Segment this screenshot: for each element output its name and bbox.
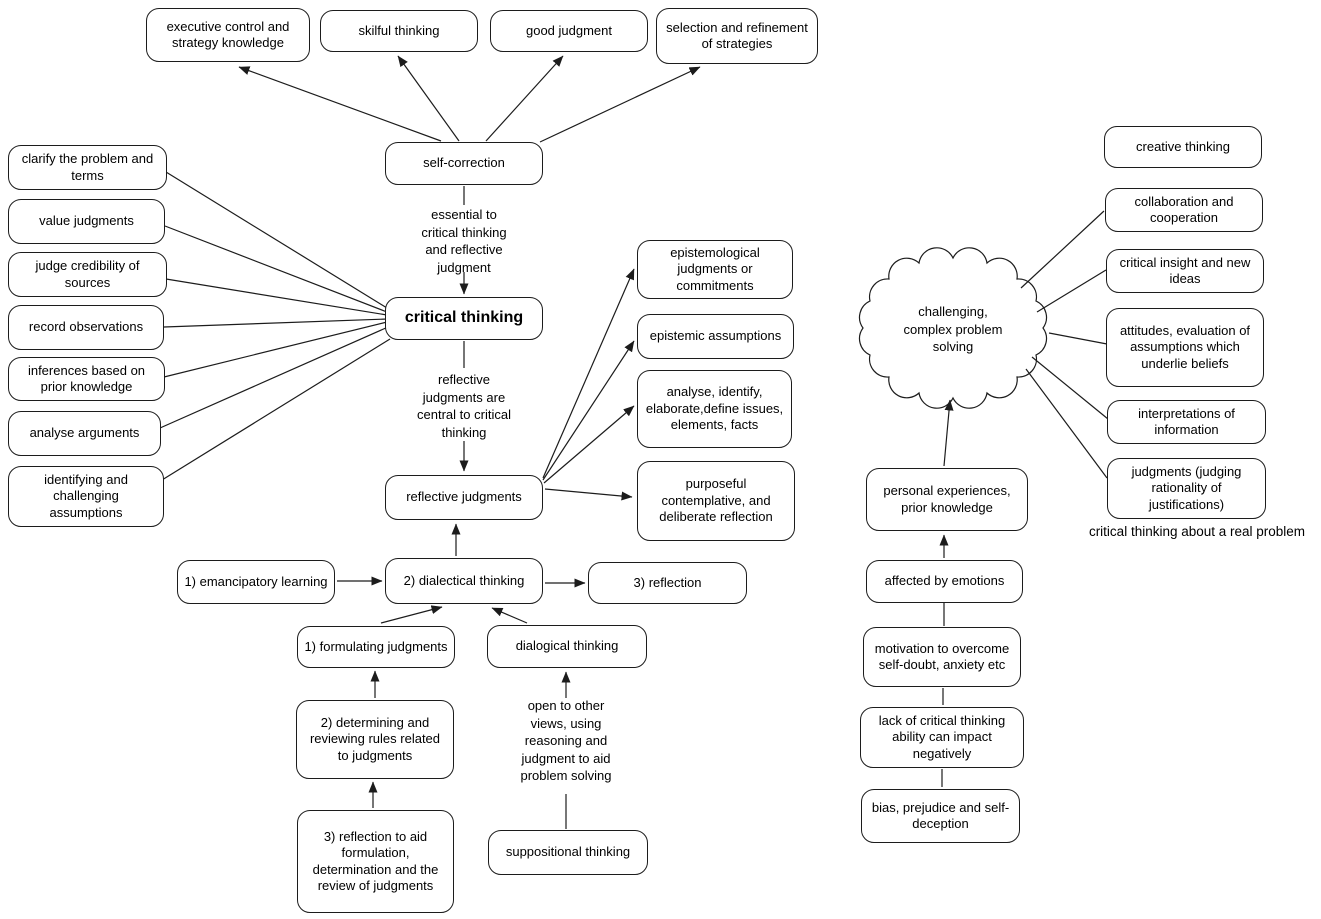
node-record-observations: record observations	[8, 305, 164, 350]
edge-reflective-epistemological	[542, 268, 635, 479]
node-attitudes-evaluation: attitudes, evaluation of assumptions whi…	[1106, 308, 1264, 387]
edge-reflective-purposeful	[544, 488, 633, 501]
edge-cloud-collaboration	[1020, 210, 1105, 289]
edge-value-critical	[164, 225, 388, 313]
node-collaboration-cooperation: collaboration and cooperation	[1105, 188, 1263, 232]
node-selection-refinement: selection and refinement of strategies	[656, 8, 818, 64]
edge-reflective-epistemic	[542, 340, 635, 481]
edge-credibility-critical	[165, 278, 388, 316]
node-creative-thinking: creative thinking	[1104, 126, 1262, 168]
edge-dialogical-dialectical	[491, 607, 528, 624]
node-identifying-assumptions: identifying and challenging assumptions	[8, 466, 164, 527]
node-motivation-overcome: motivation to overcome self-doubt, anxie…	[863, 627, 1021, 687]
edge-cloud-judgments	[1025, 368, 1108, 479]
node-bias-prejudice: bias, prejudice and self-deception	[861, 789, 1020, 843]
node-inferences-prior: inferences based on prior knowledge	[8, 357, 165, 401]
edge-identifying-critical	[161, 338, 391, 481]
annotation-essential-to: essential to critical thinking and refle…	[421, 207, 507, 275]
node-challenging-problem-solving: challenging, complex problem solving	[903, 304, 1003, 354]
edge-selfcorrection-goodjudgment	[485, 55, 564, 142]
edge-record-critical	[163, 318, 388, 328]
edge-inferences-critical	[163, 321, 388, 378]
annotation-caption: critical thinking about a real problem	[1088, 524, 1306, 539]
node-interpretations-information: interpretations of information	[1107, 400, 1266, 444]
node-clarify-problem: clarify the problem and terms	[8, 145, 167, 190]
cloud-shape	[858, 247, 1048, 409]
node-self-correction: self-correction	[385, 142, 543, 185]
node-reflection-step: 3) reflection	[588, 562, 747, 604]
edge-cloud-insight	[1036, 269, 1107, 313]
node-judge-credibility: judge credibility of sources	[8, 252, 167, 297]
node-judgments-rationality: judgments (judging rationality of justif…	[1107, 458, 1266, 519]
node-lack-of-critical: lack of critical thinking ability can im…	[860, 707, 1024, 768]
edge-reflective-analyse	[543, 405, 635, 484]
node-determining-rules: 2) determining and reviewing rules relat…	[296, 700, 454, 779]
node-affected-by-emotions: affected by emotions	[866, 560, 1023, 603]
node-analyse-identify: analyse, identify, elaborate,define issu…	[637, 370, 792, 448]
edge-formulating-dialectical	[380, 605, 443, 624]
node-skilful-thinking: skilful thinking	[320, 10, 478, 52]
annotation-open-to-other: open to other views, using reasoning and…	[520, 698, 612, 783]
node-executive-control: executive control and strategy knowledge	[146, 8, 310, 62]
node-personal-experiences: personal experiences, prior knowledge	[866, 468, 1028, 531]
edge-selfcorrection-executive	[238, 66, 442, 142]
node-analyse-arguments: analyse arguments	[8, 411, 161, 456]
edge-clarify-critical	[165, 171, 388, 309]
node-formulating-judgments: 1) formulating judgments	[297, 626, 455, 668]
edge-cloud-interpretations	[1031, 356, 1109, 420]
node-critical-thinking: critical thinking	[385, 297, 543, 340]
node-reflective-judgments: reflective judgments	[385, 475, 543, 520]
node-value-judgments: value judgments	[8, 199, 165, 244]
node-dialogical-thinking: dialogical thinking	[487, 625, 647, 668]
node-emancipatory-learning: 1) emancipatory learning	[177, 560, 335, 604]
node-epistemological-judgments: epistemological judgments or commitments	[637, 240, 793, 299]
node-good-judgment: good judgment	[490, 10, 648, 52]
node-reflection-to-aid: 3) reflection to aid formulation, determ…	[297, 810, 454, 913]
edge-personal-cloud	[943, 399, 954, 467]
edge-analysearg-critical	[159, 326, 389, 429]
node-epistemic-assumptions: epistemic assumptions	[637, 314, 794, 359]
node-suppositional-thinking: suppositional thinking	[488, 830, 648, 875]
annotation-reflective-central: reflective judgments are central to crit…	[417, 372, 511, 440]
edge-cloud-attitudes	[1048, 332, 1108, 345]
edge-selfcorrection-skilful	[397, 55, 460, 142]
node-dialectical-thinking: 2) dialectical thinking	[385, 558, 543, 604]
node-critical-insight: critical insight and new ideas	[1106, 249, 1264, 293]
edge-selfcorrection-selection	[539, 66, 701, 143]
node-purposeful-reflection: purposeful contemplative, and deliberate…	[637, 461, 795, 541]
